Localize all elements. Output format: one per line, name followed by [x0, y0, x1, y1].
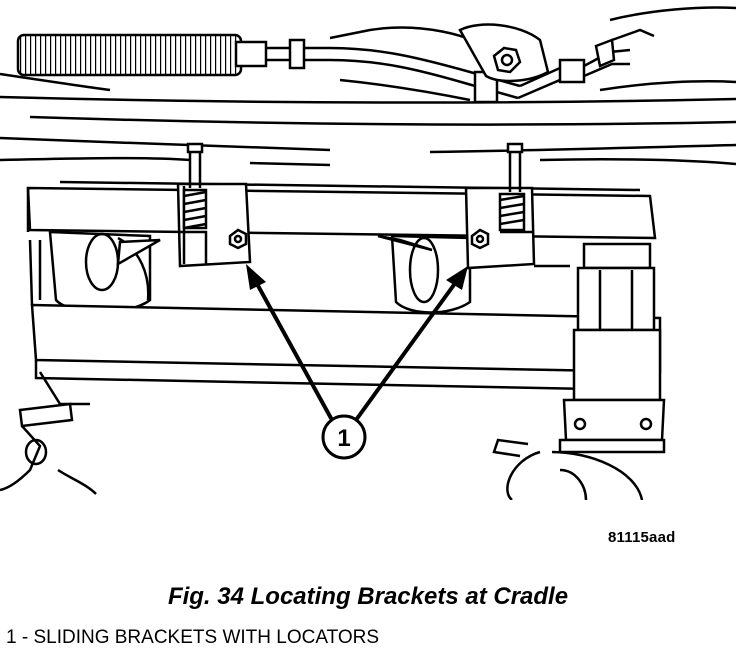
wheel-left — [48, 230, 161, 314]
callout-arrows — [246, 264, 468, 422]
floor-pan-lines — [0, 6, 736, 167]
corrugated-hose — [16, 33, 268, 77]
caster-left — [0, 402, 97, 495]
sliding-bracket-right — [464, 142, 570, 270]
sliding-bracket-left — [176, 142, 252, 268]
cradle-dolly-beam — [28, 239, 662, 406]
image-id: 81115aad — [608, 529, 676, 546]
cradle-bracket-illustration: 1 — [0, 6, 736, 500]
figure-caption: Fig. 34 Locating Brackets at Cradle — [167, 583, 569, 610]
figure-legend: 1 - SLIDING BRACKETS WITH LOCATORS — [6, 627, 380, 648]
callout-number: 1 — [337, 425, 350, 452]
wheel-right — [377, 234, 472, 314]
cradle-crossmember — [26, 180, 657, 240]
support-stand — [492, 242, 666, 500]
brake-lines — [266, 26, 631, 104]
mounting-nut — [458, 23, 655, 83]
callout-1: 1 — [321, 414, 367, 460]
